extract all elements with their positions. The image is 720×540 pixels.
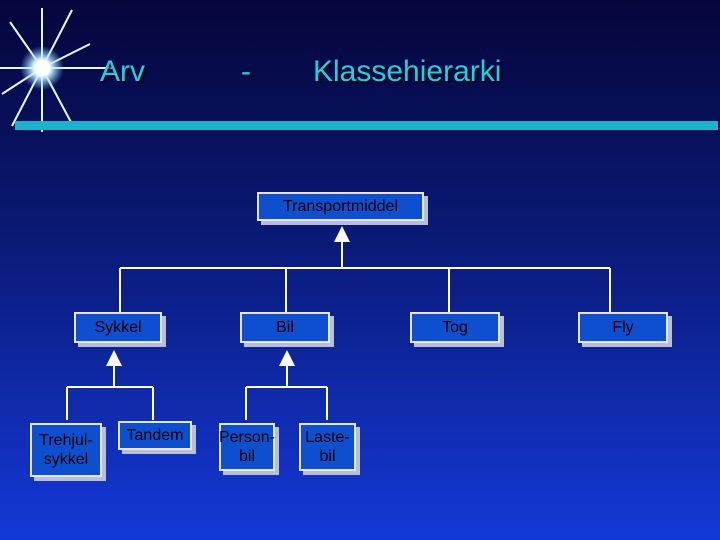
node-sykkel-label: Sykkel: [94, 319, 142, 336]
title-right: Klassehierarki: [313, 55, 502, 88]
node-tandem-label: Tandem: [126, 427, 184, 444]
node-tog: Tog: [410, 312, 500, 343]
node-personbil: Person- bil: [219, 423, 275, 471]
node-lastebil-label: Laste- bil: [305, 429, 350, 465]
node-fly: Fly: [578, 312, 668, 343]
title-dash: -: [241, 55, 251, 88]
node-bil-label: Bil: [276, 319, 294, 336]
starburst-icon: [0, 8, 112, 132]
node-trehjulsykkel: Trehjul- sykkel: [30, 423, 102, 477]
node-bil: Bil: [240, 312, 330, 343]
node-personbil-label: Person- bil: [218, 429, 276, 465]
title-left: Arv: [100, 55, 145, 88]
node-trehjulsykkel-label: Trehjul- sykkel: [39, 432, 93, 468]
node-lastebil: Laste- bil: [299, 423, 356, 471]
node-transportmiddel: Transportmiddel: [257, 192, 424, 221]
node-tandem: Tandem: [118, 421, 192, 450]
title-underline-bar: [15, 121, 718, 130]
node-transportmiddel-label: Transportmiddel: [282, 198, 398, 215]
node-tog-label: Tog: [442, 319, 468, 336]
node-fly-label: Fly: [612, 319, 634, 336]
node-sykkel: Sykkel: [74, 312, 162, 343]
